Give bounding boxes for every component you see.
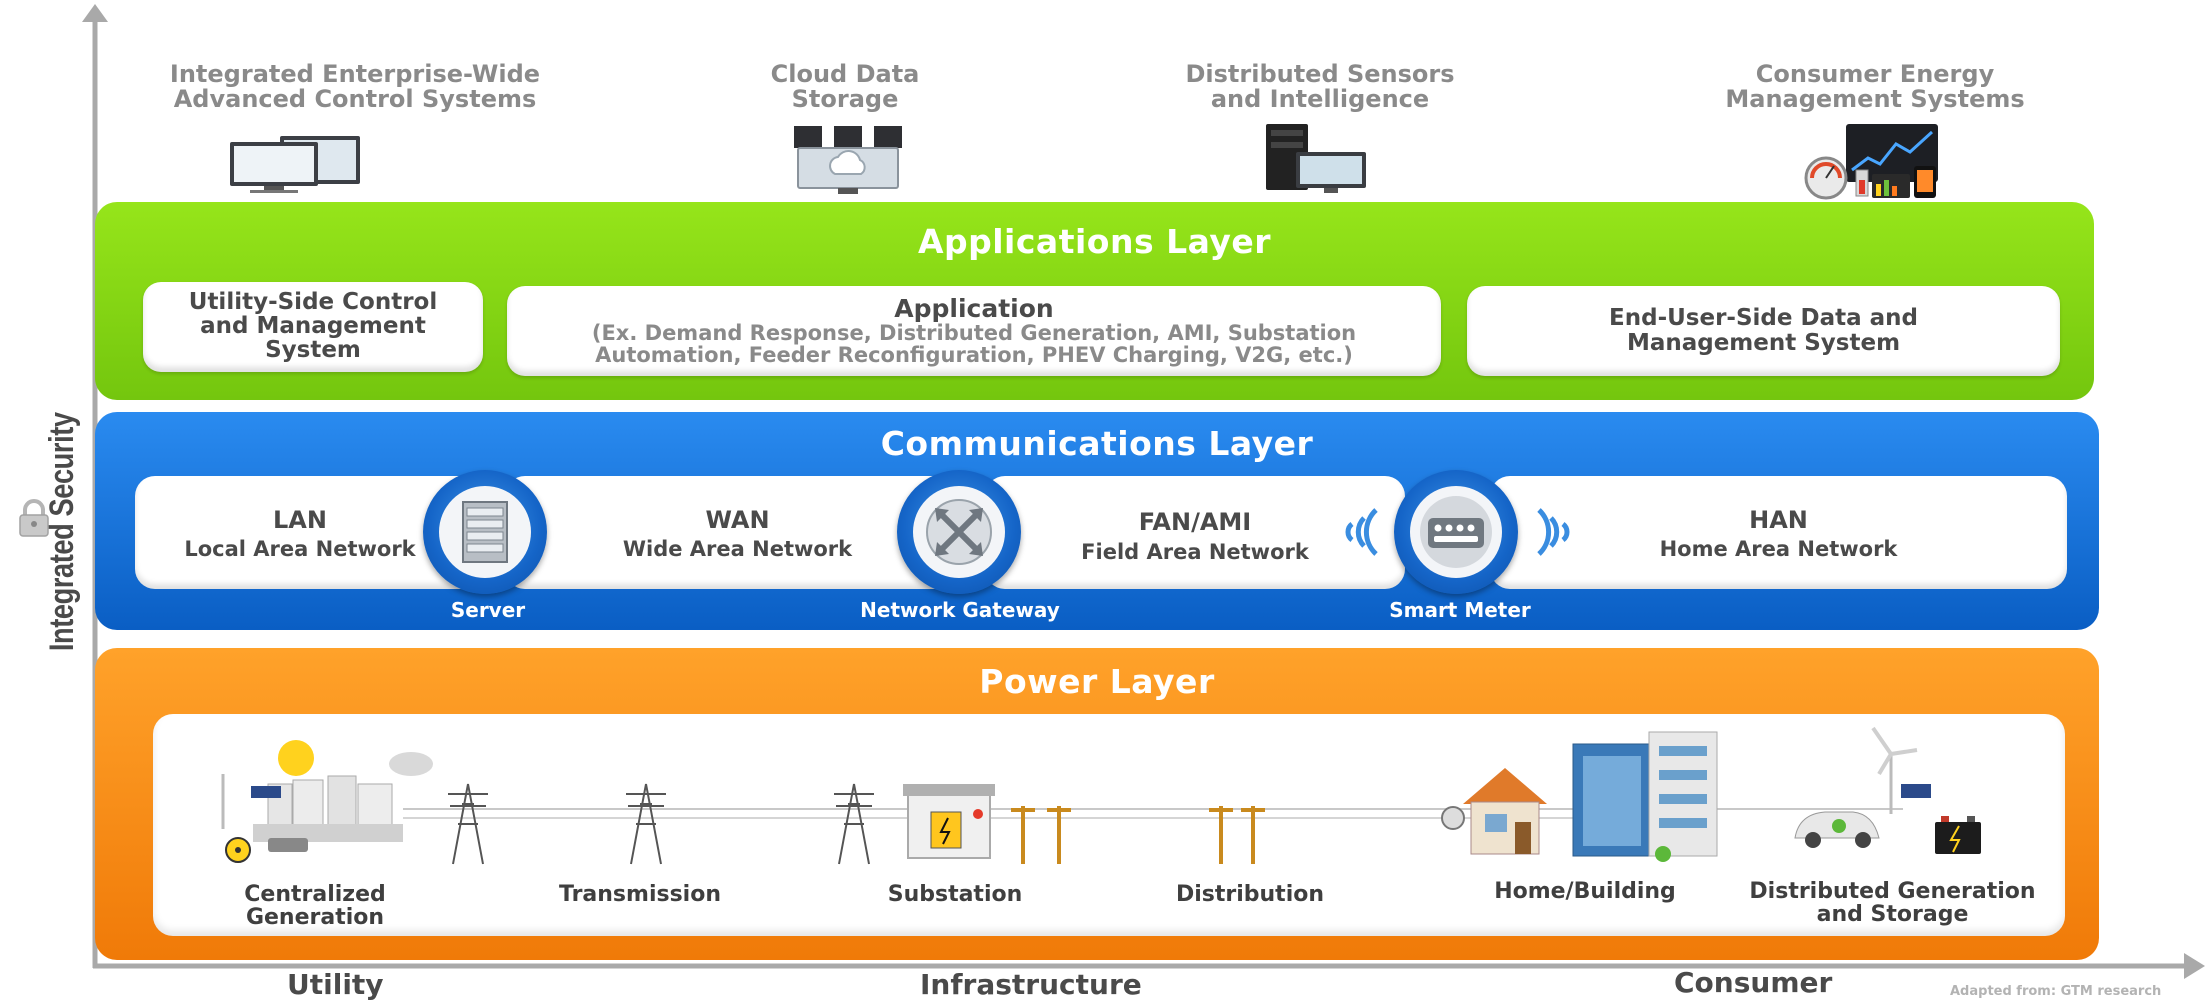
wan-box: WAN Wide Area Network: [505, 476, 970, 589]
substation-icon: [903, 784, 995, 859]
network-title: FAN/AMI: [1138, 508, 1252, 536]
stage-label-line: Distributed Generation: [1749, 879, 2036, 904]
lock-icon: [19, 499, 49, 537]
x-label-utility: Utility: [287, 968, 384, 1001]
stage-distributed-generation: Distributed Generation and Storage: [1725, 880, 2060, 926]
app-box-line: Utility-Side Control: [188, 289, 438, 315]
fan-ami-box: FAN/AMI Field Area Network: [985, 476, 1405, 589]
stage-label-line: Transmission: [558, 882, 721, 907]
smart-meter-icon: [1420, 496, 1492, 568]
power-layer-title: Power Layer: [979, 662, 1215, 701]
ring-inner: [439, 486, 531, 578]
power-plant-icon: [221, 740, 433, 863]
stage-transmission: Transmission: [520, 883, 760, 906]
application-title: Application: [894, 294, 1054, 323]
wireless-right-icon: [1537, 508, 1570, 556]
cloud-storage-icon: [794, 126, 902, 194]
sensors-icon: [1266, 124, 1366, 193]
network-title: LAN: [273, 506, 327, 534]
app-box-line: Management System: [1626, 330, 1901, 356]
caption-sensors: Distributed Sensors and Intelligence: [1150, 62, 1490, 112]
house-icon: [1441, 768, 1547, 855]
stage-home-building: Home/Building: [1460, 880, 1710, 903]
wireless-left-icon: [1345, 508, 1378, 556]
distribution-pole-icon: [1011, 806, 1265, 864]
stage-distribution: Distribution: [1130, 883, 1370, 906]
stage-label-line: Home/Building: [1494, 879, 1676, 904]
distributed-generation-icon: [1794, 726, 1981, 854]
network-subtitle: Home Area Network: [1659, 537, 1898, 561]
network-subtitle: Local Area Network: [184, 537, 416, 561]
caption-line: Advanced Control Systems: [173, 85, 537, 113]
server-label: Server: [450, 598, 526, 622]
application-detail: Automation, Feeder Reconfiguration, PHEV…: [595, 343, 1353, 367]
caption-line: Distributed Sensors: [1185, 60, 1455, 88]
x-label-infrastructure: Infrastructure: [920, 968, 1142, 1001]
stage-label-line: and Storage: [1816, 902, 1969, 927]
x-label-consumer: Consumer: [1674, 966, 1833, 999]
caption-consumer-ems: Consumer Energy Management Systems: [1680, 62, 2070, 112]
transmission-tower-icon: [448, 783, 874, 865]
stage-label-line: Substation: [887, 882, 1023, 907]
caption-line: Cloud Data: [770, 60, 920, 88]
credit-text: Adapted from: GTM research: [1950, 984, 2162, 999]
stage-substation: Substation: [840, 883, 1070, 906]
app-box-line: End-User-Side Data and: [1609, 305, 1918, 331]
energy-management-icon: [1804, 124, 1938, 200]
server-icon: [462, 501, 508, 563]
monitors-icon: [230, 136, 360, 193]
network-title: WAN: [705, 506, 770, 534]
power-grid-illustration: [221, 726, 1981, 865]
smart-meter-node: [1394, 470, 1518, 594]
caption-cloud-storage: Cloud Data Storage: [700, 62, 990, 112]
gateway-node: [897, 470, 1021, 594]
end-user-side-box: End-User-Side Data and Management System: [1467, 286, 2060, 376]
stage-label-line: Generation: [245, 905, 385, 930]
caption-line: Consumer Energy: [1755, 60, 1995, 88]
han-box: HAN Home Area Network: [1490, 476, 2067, 589]
stage-label-line: Centralized: [244, 882, 386, 907]
caption-line: Storage: [791, 85, 899, 113]
building-icon: [1572, 731, 1718, 862]
app-box-line: System: [265, 337, 361, 363]
ring-inner: [913, 486, 1005, 578]
smart-meter-label: Smart Meter: [1389, 598, 1531, 622]
app-box-line: and Management: [200, 313, 426, 339]
caption-line: Integrated Enterprise-Wide: [169, 60, 541, 88]
network-subtitle: Wide Area Network: [622, 537, 853, 561]
caption-line: and Intelligence: [1210, 85, 1430, 113]
application-box: Application (Ex. Demand Response, Distri…: [507, 286, 1441, 376]
network-subtitle: Field Area Network: [1081, 540, 1309, 564]
stage-label-line: Distribution: [1175, 882, 1325, 907]
network-title: HAN: [1749, 506, 1808, 534]
ring-inner: [1410, 486, 1502, 578]
caption-control-systems: Integrated Enterprise-Wide Advanced Cont…: [130, 62, 580, 112]
stage-centralized-generation: Centralized Generation: [200, 883, 430, 929]
applications-layer-title: Applications Layer: [917, 222, 1272, 261]
utility-side-control-box: Utility-Side Control and Management Syst…: [143, 282, 483, 372]
gateway-icon: [926, 499, 992, 565]
caption-line: Management Systems: [1725, 85, 2025, 113]
communications-layer-title: Communications Layer: [880, 424, 1314, 463]
network-gateway-label: Network Gateway: [860, 598, 1060, 622]
application-detail: (Ex. Demand Response, Distributed Genera…: [591, 321, 1357, 345]
server-node: [423, 470, 547, 594]
